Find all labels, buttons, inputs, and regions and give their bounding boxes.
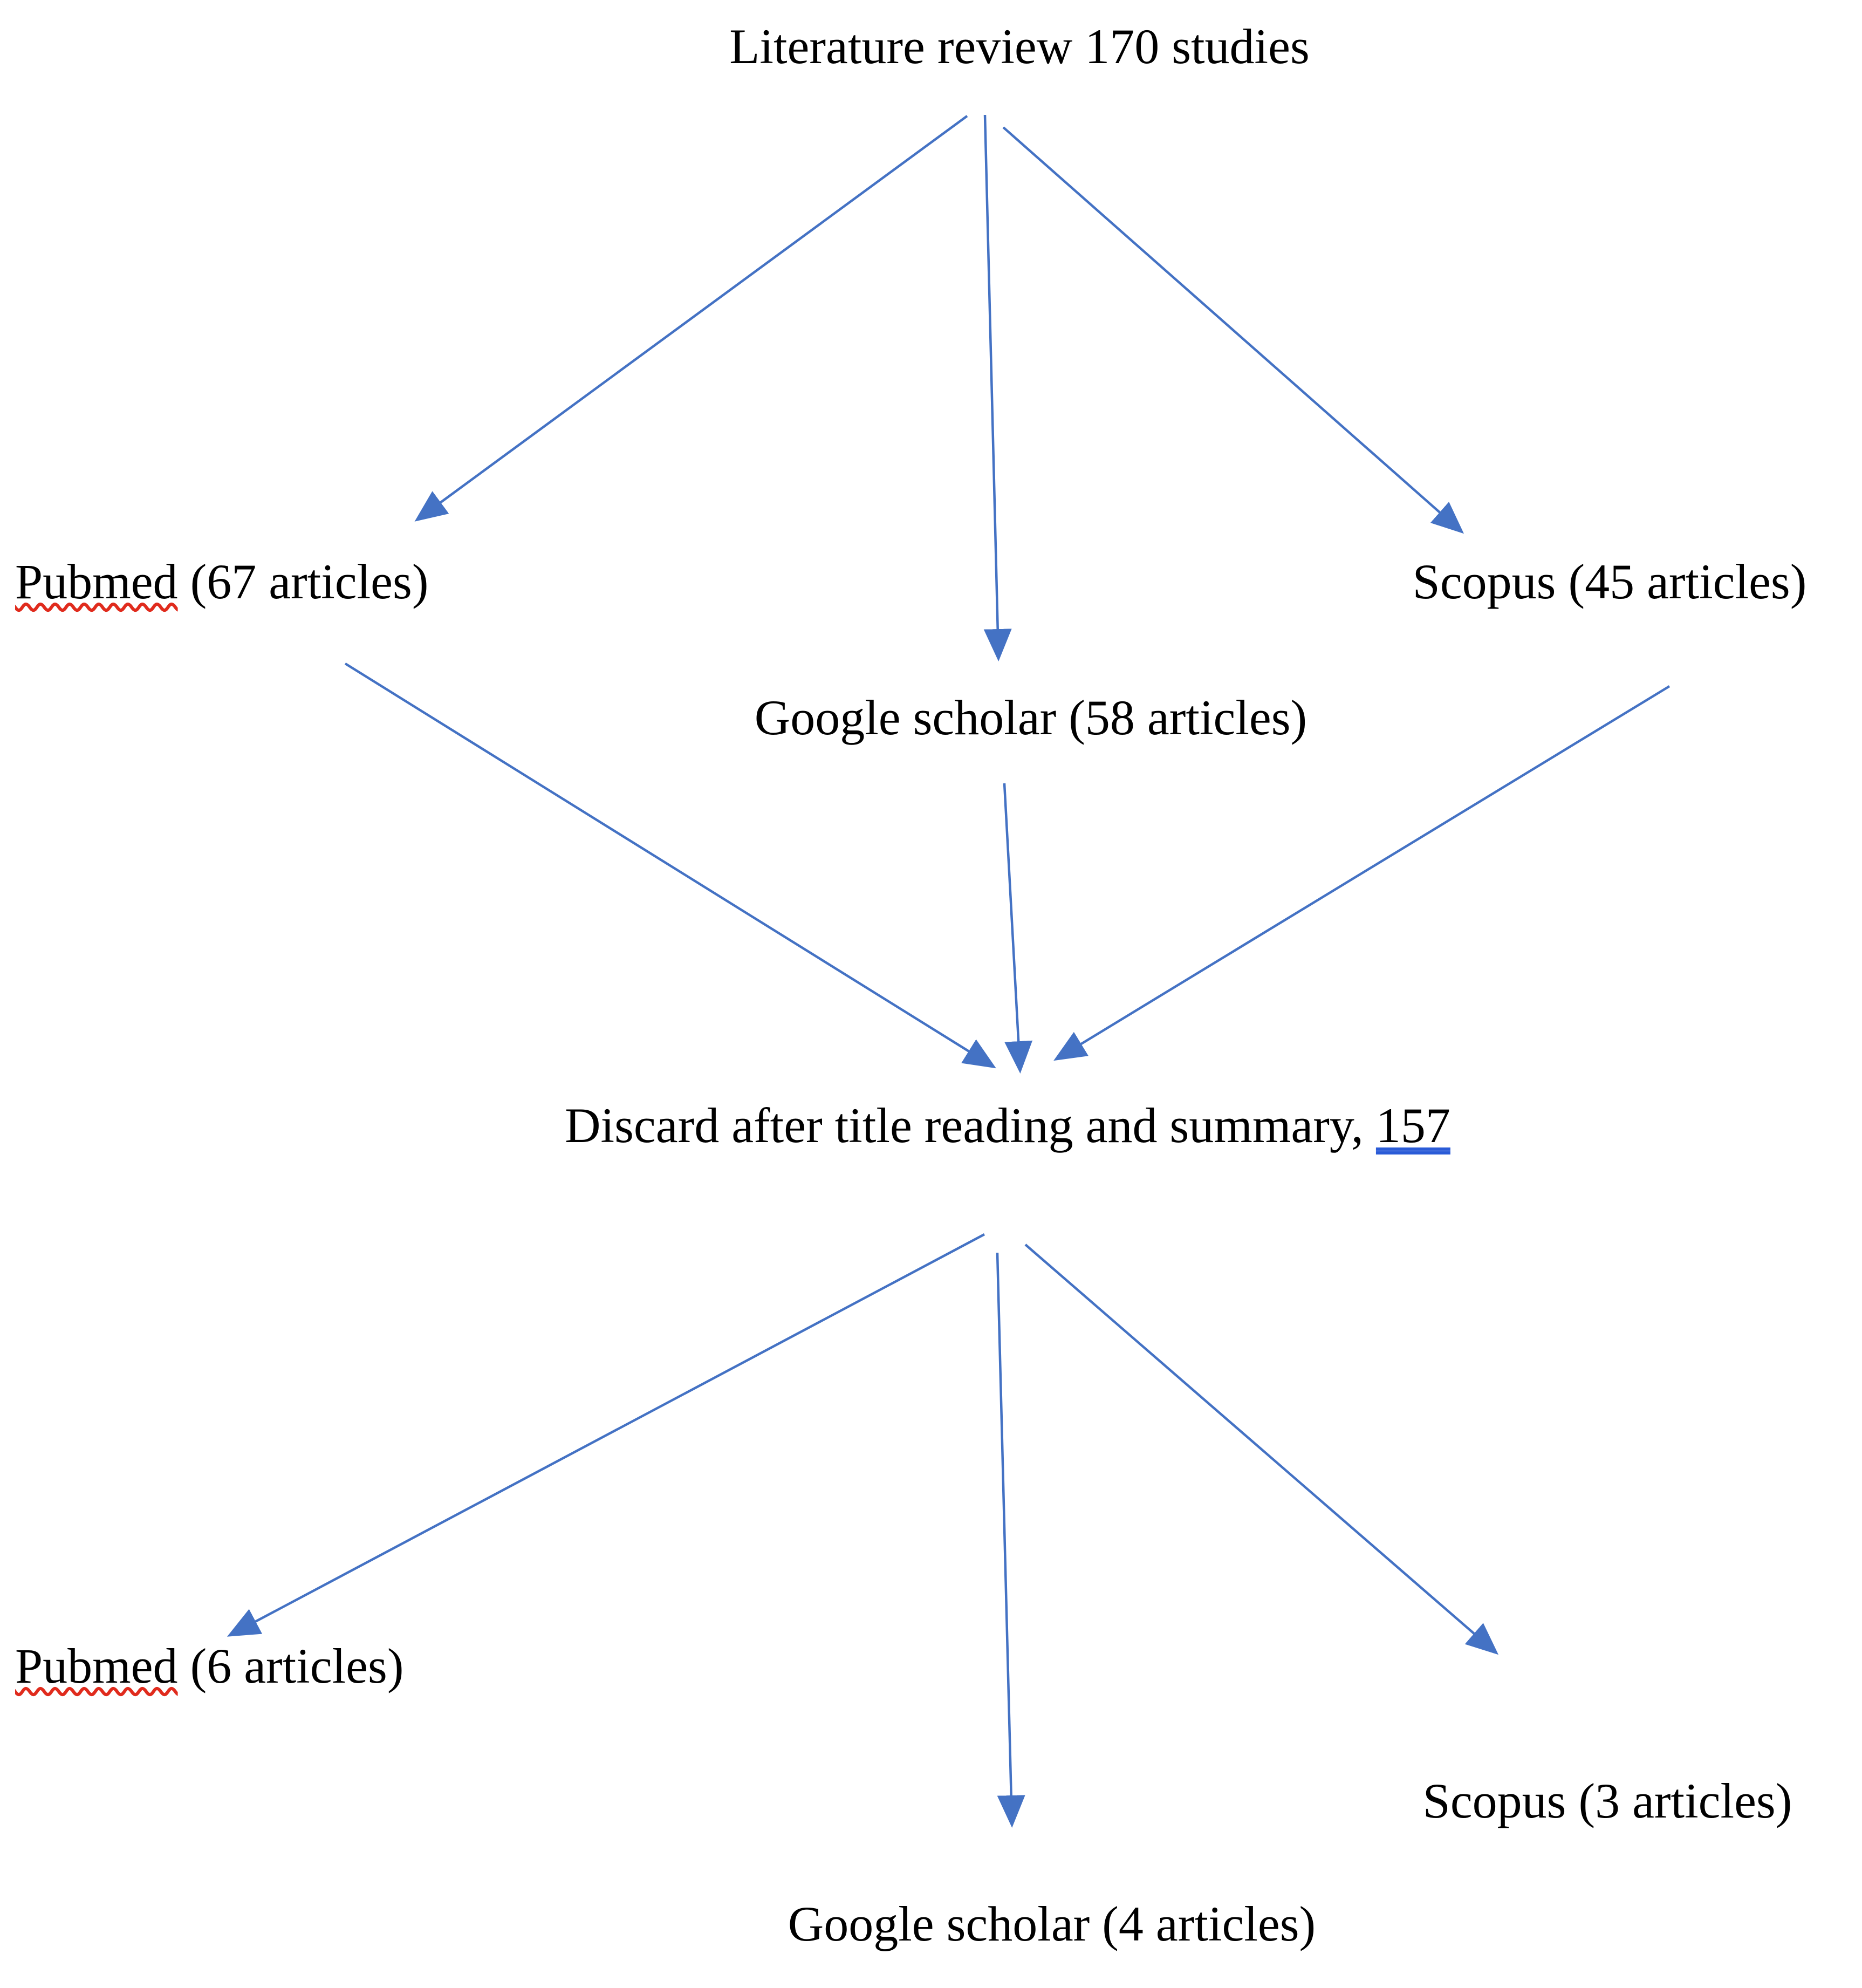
node-literature-review: Literature review 170 studies [729, 19, 1310, 74]
arrow-review-to-google58 [983, 114, 1012, 661]
arrow-pubmed67-to-discard [344, 662, 996, 1069]
pubmed-67-word: Pubmed [15, 554, 178, 609]
arrow-review-to-pubmed67 [414, 115, 968, 522]
pubmed-6-word: Pubmed [15, 1638, 178, 1693]
discard-number: 157 [1375, 1098, 1450, 1153]
discard-text: Discard after title reading and summary, [565, 1098, 1376, 1153]
arrow-discard-to-pubmed6 [227, 1233, 985, 1637]
node-google-scholar-58: Google scholar (58 articles) [754, 690, 1307, 745]
node-google-scholar-4: Google scholar (4 articles) [788, 1896, 1316, 1951]
arrow-scopus45-to-discard [1053, 685, 1671, 1061]
pubmed-6-count: (6 articles) [177, 1638, 404, 1693]
arrow-discard-to-scopus3 [1024, 1244, 1499, 1655]
node-discard-157: Discard after title reading and summary,… [565, 1099, 1450, 1152]
arrow-google58-to-discard [1003, 783, 1033, 1074]
node-scopus-3: Scopus (3 articles) [1422, 1773, 1792, 1828]
node-scopus-45: Scopus (45 articles) [1412, 554, 1807, 609]
pubmed-67-count: (67 articles) [177, 554, 429, 609]
node-pubmed-67: Pubmed (67 articles) [15, 556, 428, 608]
arrow-discard-to-google4 [996, 1252, 1025, 1828]
arrow-review-to-scopus45 [1002, 126, 1464, 534]
node-pubmed-6: Pubmed (6 articles) [15, 1640, 403, 1692]
